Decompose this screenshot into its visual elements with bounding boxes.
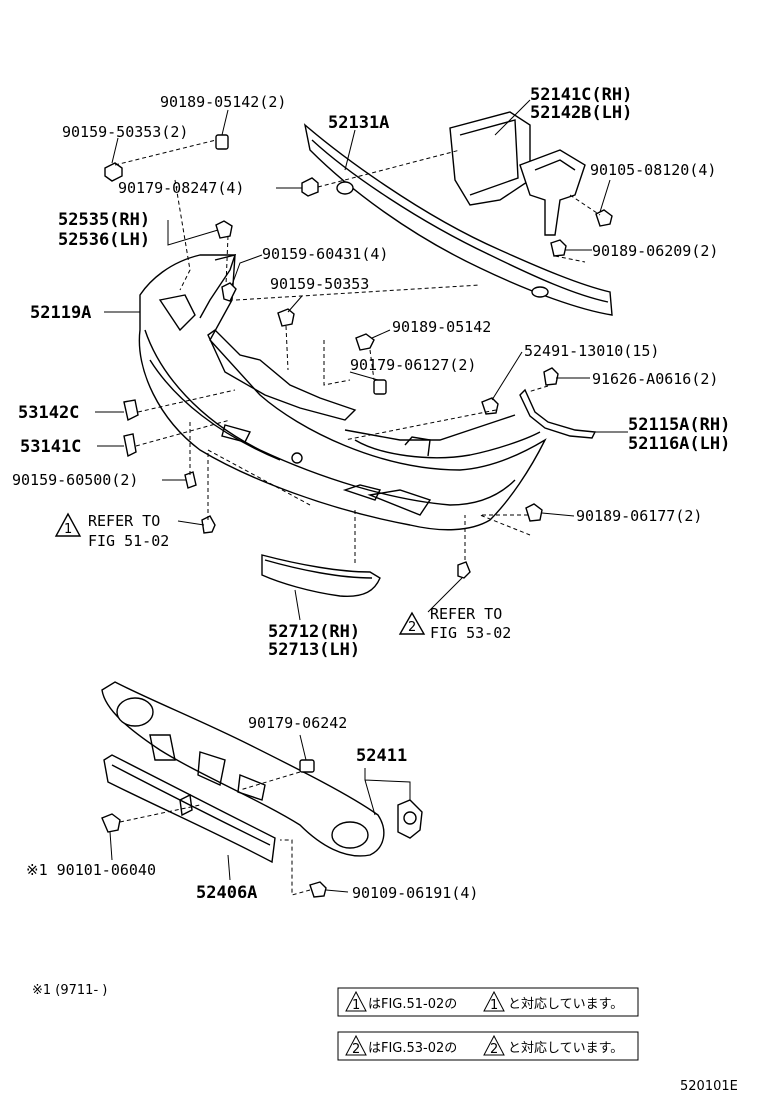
label-90179-08247: 90179-08247(4) [118,179,244,197]
refer-1-triangle [54,512,82,537]
note-2-num-b: 2 [490,1042,498,1057]
label-90105-08120: 90105-08120(4) [590,161,716,179]
label-52536-lh: 52536(LH) [58,230,150,250]
label-90179-06127: 90179-06127(2) [350,356,476,374]
refer-2-line2: FIG 53-02 [430,624,511,642]
label-90159-50353-2: 90159-50353(2) [62,123,188,141]
note-box-1: 1 はFIG.51-02の 1 と対応しています。 [337,987,639,1017]
assembly-lines [114,139,601,896]
label-90159-60500: 90159-60500(2) [12,471,138,489]
label-90189-05142-2: 90189-05142(2) [160,93,286,111]
note-2-num-a: 2 [352,1042,360,1057]
refer-2-line1: REFER TO [430,605,502,623]
label-90159-60431: 90159-60431(4) [262,245,388,263]
label-52712-rh: 52712(RH) [268,622,360,642]
side-bracket [519,388,597,439]
label-90101-06040: ※1 90101-06040 [26,861,156,879]
leader-lines [95,99,628,893]
label-52411: 52411 [356,746,407,766]
label-52115a-rh: 52115A(RH) [628,415,730,435]
bumper-bracket [449,111,586,236]
bumper-cover [138,254,547,531]
label-52141c-rh: 52141C(RH) [530,85,632,105]
label-90109-06191: 90109-06191(4) [352,884,478,902]
label-91626-a0616: 91626-A0616(2) [592,370,718,388]
refer-1-line2: FIG 51-02 [88,532,169,550]
label-90189-05142: 90189-05142 [392,318,491,336]
note-2-text-a: はFIG.53-02の [368,1041,457,1056]
label-90179-06242: 90179-06242 [248,714,347,732]
label-52713-lh: 52713(LH) [268,640,360,660]
figure-id: 520101E [680,1079,738,1094]
note-1-text-a: はFIG.51-02の [368,997,457,1012]
refer-2-triangle [398,611,426,635]
note-1-num-b: 1 [490,998,498,1013]
label-52131a: 52131A [328,113,389,133]
label-52142b-lh: 52142B(LH) [530,103,632,123]
part-labels: 90189-05142(2) 90159-50353(2) 52131A 521… [12,85,730,903]
label-90189-06177: 90189-06177(2) [576,507,702,525]
bumper-reinforcement [303,123,613,316]
refer-1-number: 1 [64,522,72,537]
label-52491-13010: 52491-13010(15) [524,342,659,360]
grille-assembly [101,681,423,864]
fasteners [101,134,613,898]
label-53142c: 53142C [18,403,79,423]
label-53141c: 53141C [20,437,81,457]
footnote: ※1 (9711- ) [32,983,107,998]
label-90159-50353: 90159-50353 [270,275,369,293]
refer-1-line1: REFER TO [88,512,160,530]
note-box-2: 2 はFIG.53-02の 2 と対応しています。 [337,1031,639,1061]
label-90189-06209: 90189-06209(2) [592,242,718,260]
label-52116a-lh: 52116A(LH) [628,434,730,454]
note-1-num-a: 1 [352,998,360,1013]
refer-2-number: 2 [408,620,416,635]
label-52535-rh: 52535(RH) [58,210,150,230]
note-2-text-b: と対応しています。 [508,1041,623,1056]
label-52119a: 52119A [30,303,91,323]
bumper-trim-strip [261,554,381,597]
label-52406a: 52406A [196,883,257,903]
note-1-text-b: と対応しています。 [508,997,623,1012]
